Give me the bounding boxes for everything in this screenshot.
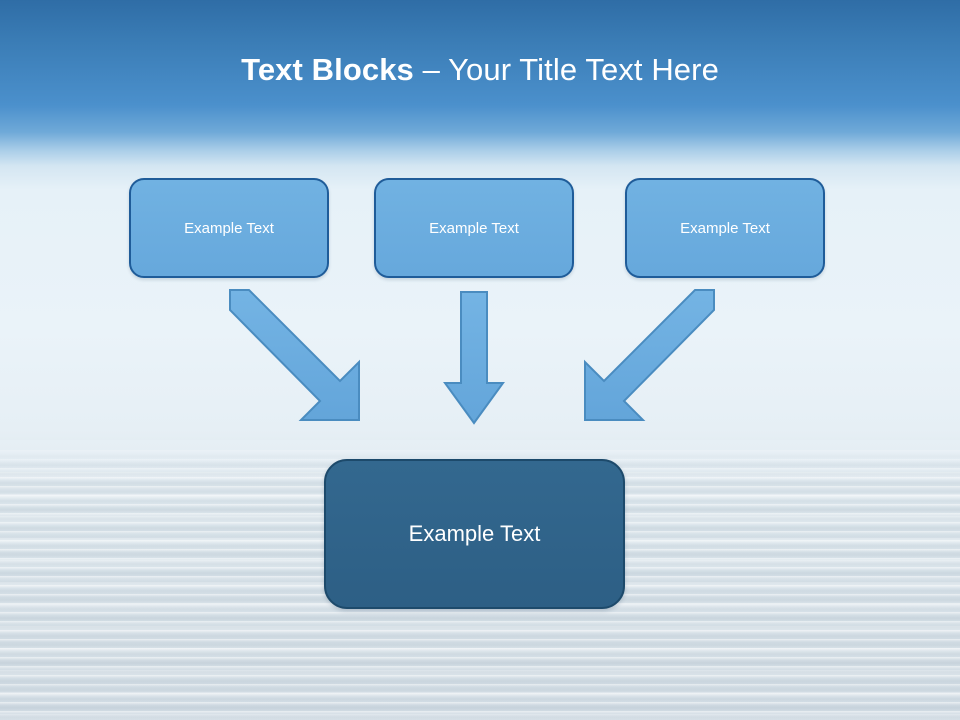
text-block-result[interactable]: Example Text [324,459,625,609]
slide-title: Text Blocks – Your Title Text Here [0,50,960,90]
text-block-2[interactable]: Example Text [374,178,574,278]
title-bold-part: Text Blocks [241,52,414,87]
text-block-1[interactable]: Example Text [129,178,329,278]
title-regular-part: – Your Title Text Here [413,52,719,87]
text-block-3-label: Example Text [680,219,770,237]
text-block-3[interactable]: Example Text [625,178,825,278]
text-block-1-label: Example Text [184,219,274,237]
text-block-result-label: Example Text [408,521,541,546]
text-block-2-label: Example Text [429,219,519,237]
